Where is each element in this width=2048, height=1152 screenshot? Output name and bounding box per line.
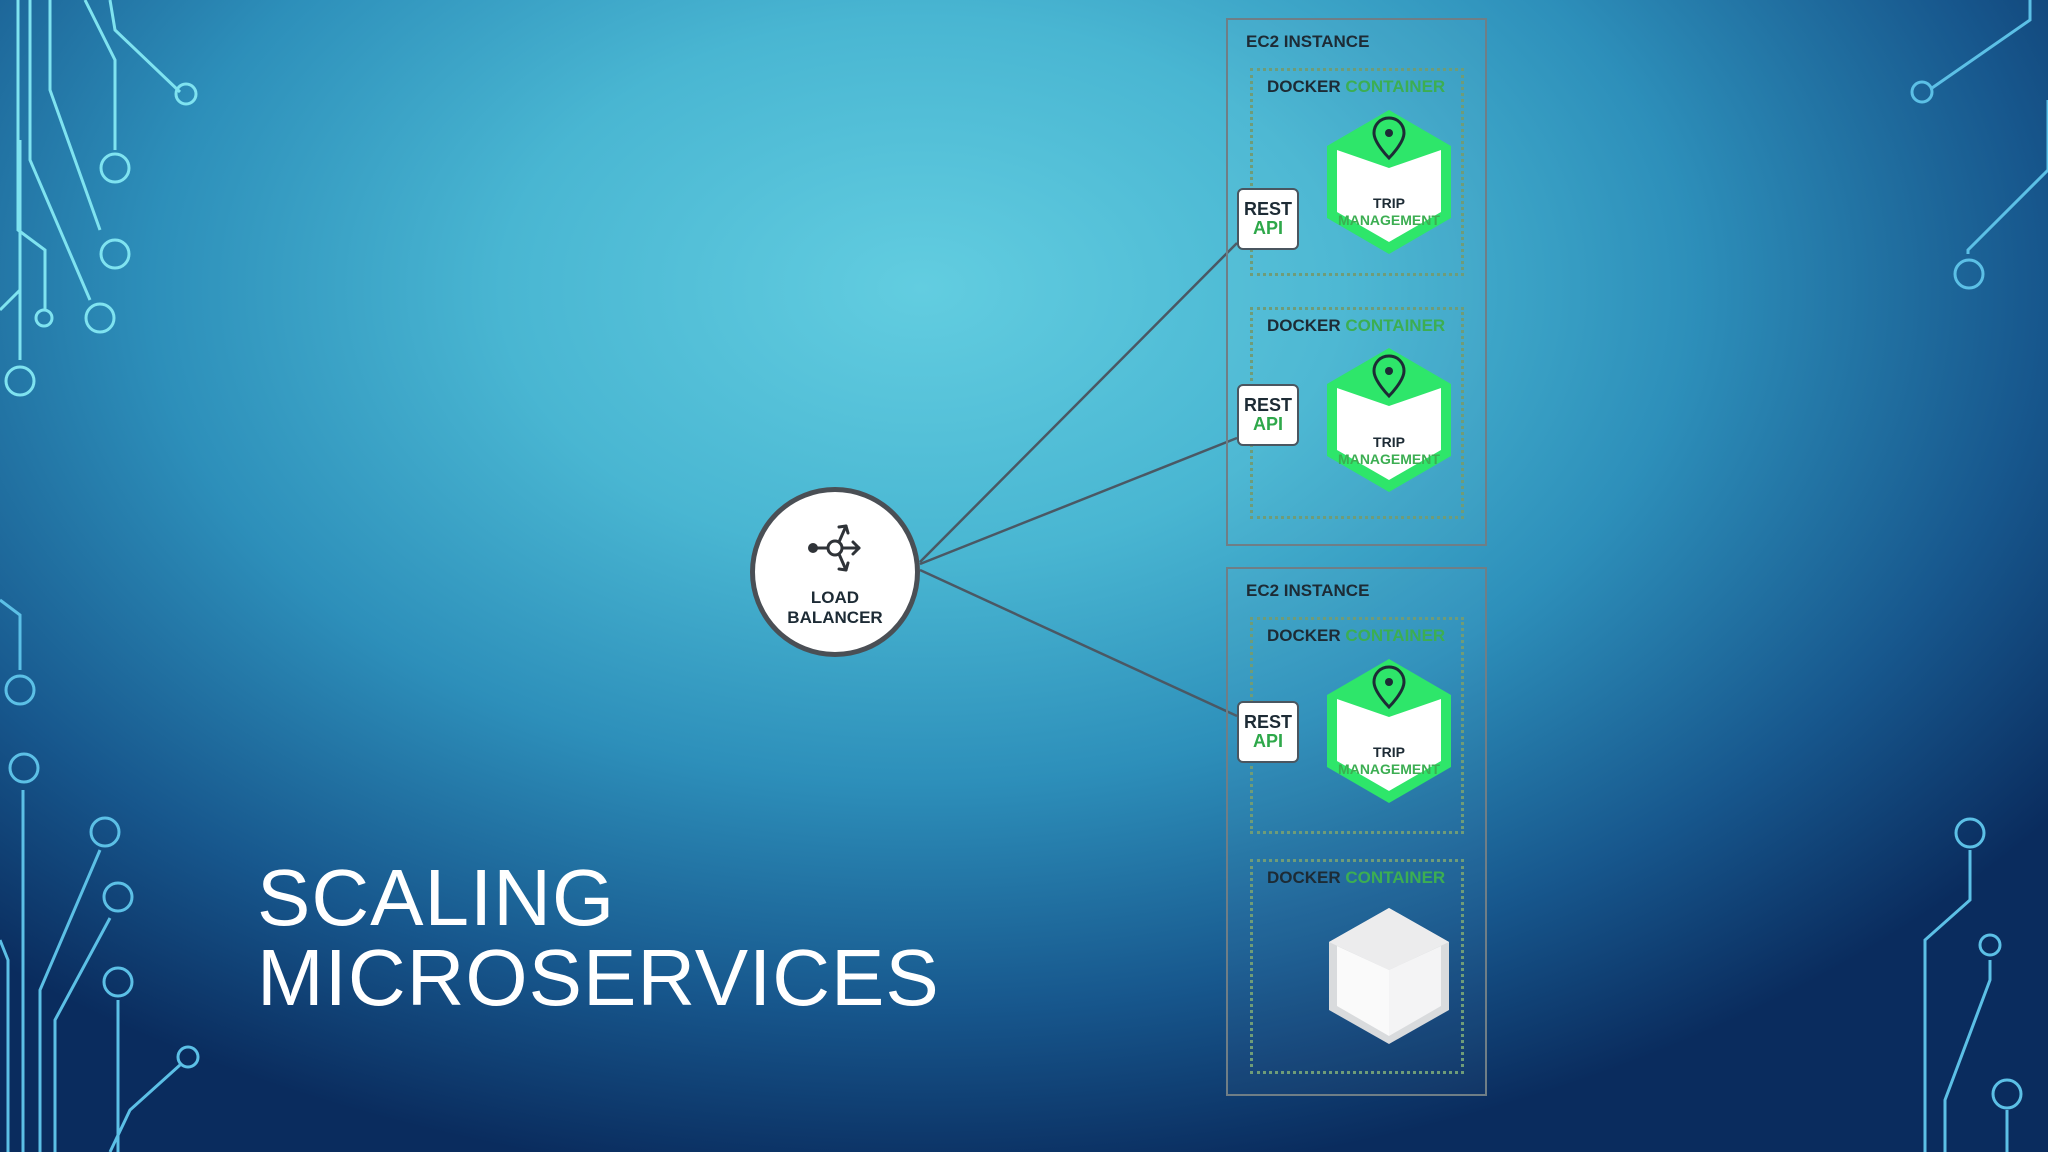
rest-api-badge-3: REST API	[1237, 701, 1299, 763]
docker-word: DOCKER	[1267, 77, 1341, 96]
lb-label-line1: LOAD	[810, 588, 860, 607]
rest-api-badge-2: REST API	[1237, 384, 1299, 446]
service-line1: TRIP	[1373, 434, 1405, 450]
container-word: CONTAINER	[1345, 77, 1446, 96]
docker-container-2: DOCKER CONTAINER TRIP MANAGEMENT	[1250, 307, 1464, 519]
docker-container-4: DOCKER CONTAINER	[1250, 859, 1464, 1074]
ec2-instance-label: EC2 INSTANCE	[1246, 581, 1370, 600]
service-line2: MANAGEMENT	[1338, 451, 1440, 467]
api-line1: REST	[1243, 199, 1292, 219]
docker-container-1: DOCKER CONTAINER TRIP MANAGEMENT	[1250, 68, 1464, 276]
container-label: DOCKER CONTAINER	[1267, 626, 1445, 646]
api-line2: API	[1252, 731, 1283, 751]
ec2-instance-label: EC2 INSTANCE	[1246, 32, 1370, 51]
container-word: CONTAINER	[1345, 868, 1446, 887]
ec2-instance-2: EC2 INSTANCE DOCKER CONTAINER TRIP MANAG…	[1226, 567, 1487, 1096]
trip-management-hexagon	[1327, 110, 1451, 254]
docker-word: DOCKER	[1267, 868, 1341, 887]
docker-word: DOCKER	[1267, 316, 1341, 335]
api-line2: API	[1252, 218, 1283, 238]
container-label: DOCKER CONTAINER	[1267, 316, 1445, 336]
service-label: TRIP MANAGEMENT	[1319, 195, 1459, 229]
docker-word: DOCKER	[1267, 626, 1341, 645]
docker-container-3: DOCKER CONTAINER TRIP MANAGEMENT	[1250, 617, 1464, 834]
link-lb-to-api-1	[919, 242, 1238, 563]
ec2-instance-1: EC2 INSTANCE DOCKER CONTAINER TRIP MANAG…	[1226, 18, 1487, 546]
api-line1: REST	[1243, 712, 1292, 732]
link-lb-to-api-2	[919, 436, 1238, 566]
api-line2: API	[1252, 414, 1283, 434]
rest-api-badge-1: REST API	[1237, 188, 1299, 250]
container-label: DOCKER CONTAINER	[1267, 868, 1445, 888]
load-balancer-label: LOAD BALANCER	[755, 588, 915, 628]
link-lb-to-api-3	[919, 568, 1238, 718]
empty-cube-icon	[1329, 908, 1449, 1044]
lb-label-line2: BALANCER	[787, 608, 883, 627]
container-word: CONTAINER	[1345, 626, 1446, 645]
service-label: TRIP MANAGEMENT	[1319, 744, 1459, 778]
api-line1: REST	[1243, 395, 1292, 415]
title-line-2: MICROSERVICES	[257, 933, 940, 1022]
trip-management-hexagon	[1327, 659, 1451, 803]
load-balancer-icon	[808, 524, 861, 572]
load-balancer-node: LOAD BALANCER	[750, 487, 920, 657]
slide-title: SCALING MICROSERVICES	[257, 858, 940, 1018]
title-line-1: SCALING	[257, 853, 616, 942]
service-line2: MANAGEMENT	[1338, 212, 1440, 228]
container-label: DOCKER CONTAINER	[1267, 77, 1445, 97]
service-label: TRIP MANAGEMENT	[1319, 434, 1459, 468]
service-line2: MANAGEMENT	[1338, 761, 1440, 777]
service-line1: TRIP	[1373, 744, 1405, 760]
service-line1: TRIP	[1373, 195, 1405, 211]
trip-management-hexagon	[1327, 348, 1451, 492]
container-word: CONTAINER	[1345, 316, 1446, 335]
